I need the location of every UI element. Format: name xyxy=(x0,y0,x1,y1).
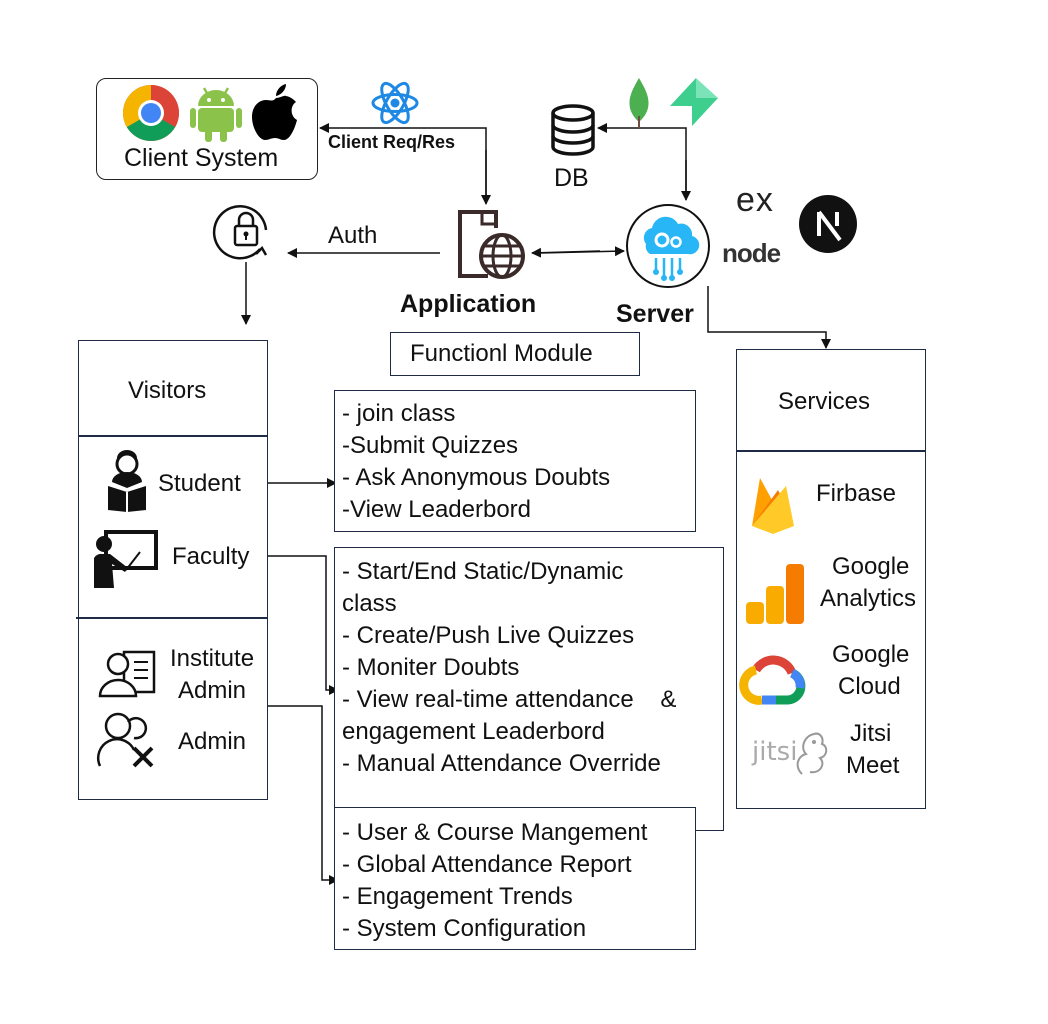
student-icon xyxy=(108,450,146,512)
lock-icon xyxy=(212,205,268,260)
service-name: Google xyxy=(832,641,910,668)
nextjs-icon xyxy=(799,195,857,253)
student-label: Student xyxy=(158,470,241,497)
visitors-title: Visitors xyxy=(128,377,207,404)
edge-server-db xyxy=(597,123,687,196)
service-name: Cloud xyxy=(838,673,901,700)
jitsi-mascot-icon xyxy=(796,732,828,775)
list-item: - User & Course Mangement xyxy=(342,819,648,846)
institute-admin-line1: Institute xyxy=(170,645,255,672)
firebase-icon xyxy=(752,478,794,534)
supabase-icon xyxy=(670,78,718,126)
functional-module-label: Functionl Module xyxy=(410,340,593,367)
list-item: - Manual Attendance Override xyxy=(342,750,661,777)
list-item: -View Leaderbord xyxy=(342,496,532,523)
faculty-features-list: - Start/End Static/Dynamic class - Creat… xyxy=(342,556,676,780)
list-item: - Ask Anonymous Doubts xyxy=(342,464,611,491)
faculty-features-box xyxy=(334,547,724,831)
google-cloud-icon xyxy=(739,655,806,705)
apple-icon xyxy=(252,84,297,140)
edge-server-services xyxy=(707,286,831,349)
list-item: class xyxy=(342,590,397,617)
list-item: - Start/End Static/Dynamic xyxy=(342,558,624,585)
android-icon xyxy=(190,87,242,142)
student-features-box xyxy=(334,390,696,532)
services-title: Services xyxy=(778,388,871,415)
client-req-res-label: Client Req/Res xyxy=(328,132,456,152)
react-icon xyxy=(371,81,419,125)
admin-features-list: - User & Course Mangement - Global Atten… xyxy=(342,817,647,945)
application-icon xyxy=(458,210,525,279)
service-name: Meet xyxy=(846,752,900,779)
service-name: Jitsi xyxy=(850,720,892,747)
list-item: - join class xyxy=(342,400,456,427)
institute-admin-line2: Admin xyxy=(178,677,247,704)
institute-admin-icon xyxy=(98,650,156,698)
list-item: - Create/Push Live Quizzes xyxy=(342,622,635,649)
admin-label: Admin xyxy=(178,728,247,755)
application-label: Application xyxy=(400,290,537,318)
edge-server-app xyxy=(531,247,601,258)
services-box xyxy=(736,349,926,809)
auth-label: Auth xyxy=(328,222,378,249)
jitsi-icon: jitsi xyxy=(752,737,798,767)
faculty-label: Faculty xyxy=(172,543,250,570)
service-name: Analytics xyxy=(820,585,917,612)
visitors-divider-2 xyxy=(76,617,268,619)
list-item: - Engagement Trends xyxy=(342,883,573,910)
student-features-list: - join class -Submit Quizzes - Ask Anony… xyxy=(342,398,610,526)
visitors-divider-1 xyxy=(78,435,268,437)
functional-module-box xyxy=(390,332,640,376)
edge-faculty-features xyxy=(268,555,339,695)
db-label: DB xyxy=(554,164,589,192)
express-icon: ex xyxy=(736,181,774,219)
server-cloud-icon xyxy=(626,204,710,288)
node-icon: node xyxy=(722,238,781,268)
chrome-icon xyxy=(123,85,179,141)
list-item: - System Configuration xyxy=(342,915,587,942)
list-item: - View real-time attendance & xyxy=(342,686,677,713)
admin-features-box xyxy=(334,807,696,950)
list-item: - Moniter Doubts xyxy=(342,654,520,681)
list-item: - Global Attendance Report xyxy=(342,851,632,878)
mongodb-icon xyxy=(629,78,649,128)
faculty-icon xyxy=(94,530,158,588)
server-label: Server xyxy=(616,300,694,328)
database-icon xyxy=(551,104,595,156)
list-item: engagement Leaderbord xyxy=(342,718,605,745)
edge-admin-features xyxy=(268,705,339,885)
google-analytics-icon xyxy=(746,564,804,624)
service-name: Firbase xyxy=(816,480,897,507)
admin-icon xyxy=(97,712,154,768)
service-name: Google xyxy=(832,553,910,580)
client-system-label: Client System xyxy=(124,144,279,172)
services-divider xyxy=(736,450,926,452)
list-item: -Submit Quizzes xyxy=(342,432,519,459)
